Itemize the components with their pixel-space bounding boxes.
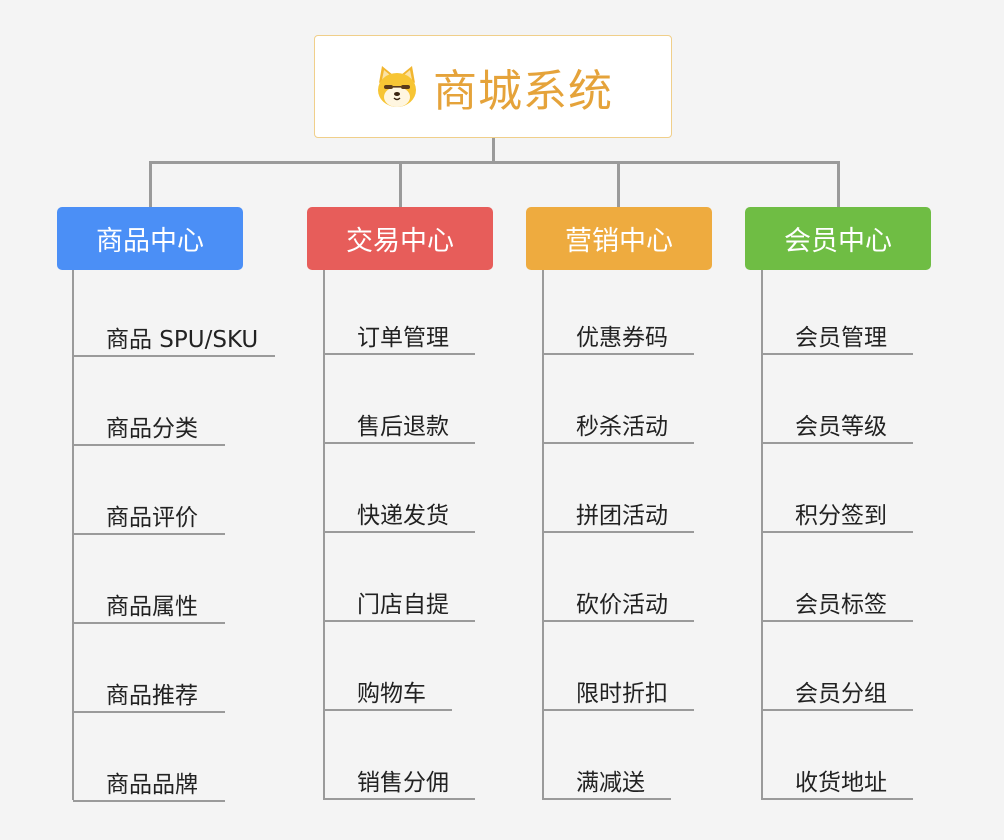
list-item: 售后退款 <box>324 412 475 444</box>
list-item: 拼团活动 <box>543 501 694 533</box>
list-item: 优惠券码 <box>543 323 694 355</box>
root-title: 商城系统 <box>433 65 613 117</box>
root-node: 商城系统 <box>314 35 672 138</box>
list-item: 商品评价 <box>73 503 225 535</box>
list-item: 商品推荐 <box>73 681 225 713</box>
list-item: 销售分佣 <box>324 768 475 800</box>
connector-drop-1 <box>149 161 152 207</box>
list-item: 订单管理 <box>324 323 475 355</box>
list-item: 会员分组 <box>762 679 913 711</box>
list-item: 购物车 <box>324 679 452 711</box>
list-item: 会员标签 <box>762 590 913 622</box>
connector-drop-4 <box>837 161 840 207</box>
list-item: 门店自提 <box>324 590 475 622</box>
list-item: 积分签到 <box>762 501 913 533</box>
shiba-dog-icon <box>378 65 416 107</box>
list-item: 会员等级 <box>762 412 913 444</box>
list-item: 砍价活动 <box>543 590 694 622</box>
category-line-product <box>72 270 74 800</box>
category-line-marketing <box>542 270 544 800</box>
category-node-marketing: 营销中心 <box>526 207 712 270</box>
list-item: 满减送 <box>543 768 671 800</box>
list-item: 商品属性 <box>73 592 225 624</box>
list-item: 商品 SPU/SKU <box>73 325 275 357</box>
list-item: 商品分类 <box>73 414 225 446</box>
category-node-trade: 交易中心 <box>307 207 493 270</box>
list-item: 快递发货 <box>324 501 475 533</box>
list-item: 收货地址 <box>762 768 913 800</box>
list-item: 商品品牌 <box>73 770 225 802</box>
category-line-member <box>761 270 763 800</box>
connector-bus <box>149 161 840 164</box>
connector-drop-3 <box>617 161 620 207</box>
connector-drop-2 <box>399 161 402 207</box>
list-item: 限时折扣 <box>543 679 694 711</box>
category-node-member: 会员中心 <box>745 207 931 270</box>
category-line-trade <box>323 270 325 800</box>
list-item: 会员管理 <box>762 323 913 355</box>
connector-trunk <box>492 138 495 163</box>
list-item: 秒杀活动 <box>543 412 694 444</box>
category-node-product: 商品中心 <box>57 207 243 270</box>
